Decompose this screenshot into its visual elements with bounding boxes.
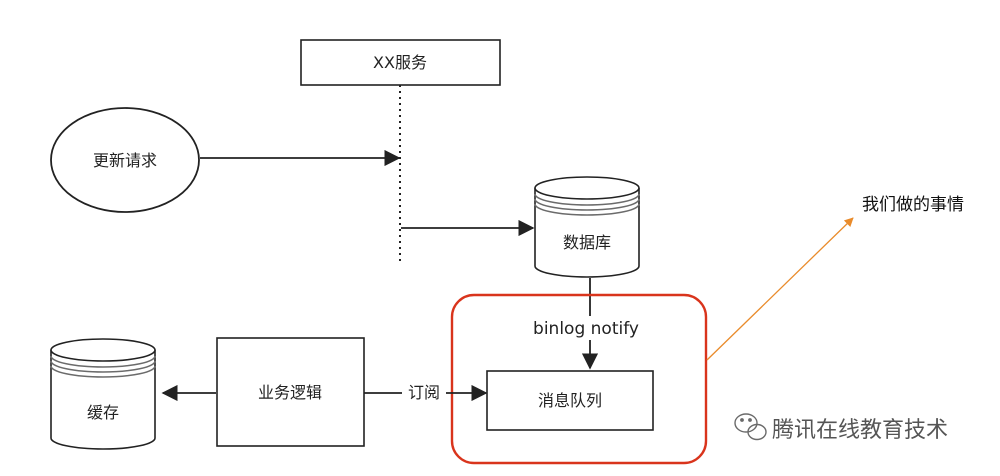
- binlog-notify-label: binlog notify: [533, 319, 639, 339]
- update-request-label: 更新请求: [93, 151, 157, 170]
- update-request-node: 更新请求: [50, 107, 200, 213]
- subscribe-label: 订阅: [408, 383, 440, 402]
- binlog-label-bg: [522, 316, 650, 340]
- message-queue-node: 消息队列: [486, 370, 654, 431]
- cache-label: 缓存: [87, 403, 119, 422]
- annotation-text: 我们做的事情: [862, 195, 964, 215]
- watermark-text: 腾讯在线教育技术: [772, 418, 948, 443]
- business-logic-label: 业务逻辑: [258, 383, 322, 402]
- cache-node: 缓存: [50, 338, 156, 450]
- message-queue-label: 消息队列: [538, 391, 602, 410]
- annotation-arrow: [706, 217, 854, 361]
- service-label: XX服务: [373, 53, 427, 72]
- business-logic-node: 业务逻辑: [216, 337, 365, 447]
- database-node: 数据库: [534, 176, 640, 278]
- subscribe-label-bg: [402, 380, 446, 404]
- watermark: 腾讯在线教育技术: [734, 413, 948, 443]
- service-node: XX服务: [300, 39, 501, 86]
- our-work-highlight: [450, 293, 708, 465]
- database-label: 数据库: [563, 233, 611, 252]
- wechat-icon: [734, 413, 767, 441]
